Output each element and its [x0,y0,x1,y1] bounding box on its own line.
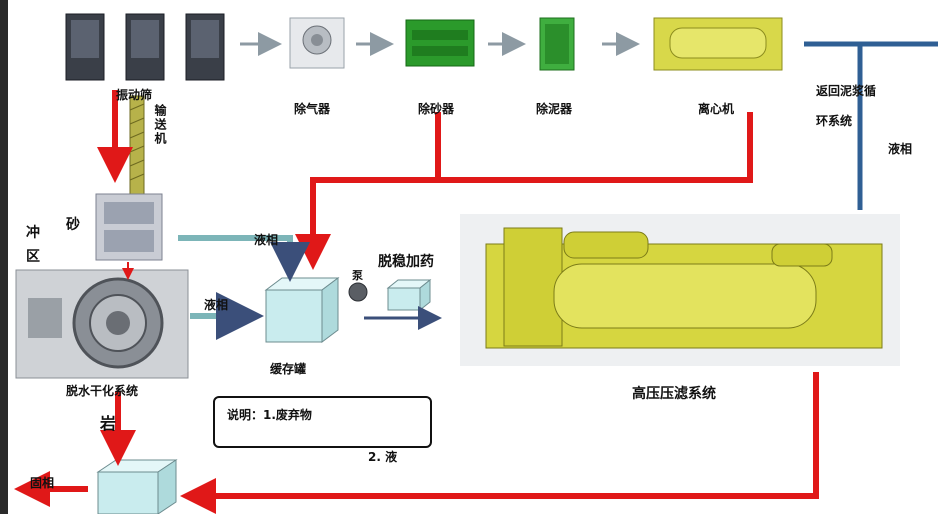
centrifuge-icon [653,17,783,71]
legend-box: 说明：1.废弃物 [213,396,432,448]
conveyor-label: 输送机 [153,104,167,146]
legend-item-liquid: 2. 液 [368,450,398,464]
desander-label: 除砂器 [418,102,455,116]
pump-icon [348,282,368,302]
flush-unit-icon [95,193,163,261]
filter-press-icon [460,214,900,366]
liquid-top-label: 液相 [254,233,279,247]
legend-item-waste: 说明：1.废弃物 [227,408,312,422]
rock-label: 岩 [100,414,117,433]
pump-label: 泵 [352,269,363,282]
centrifuge-label: 离心机 [698,102,735,116]
dewater-unit-icon [15,269,189,379]
liquid-right-label: 液相 [888,142,913,156]
buffer-tank-label: 缓存罐 [270,362,307,376]
flush-zone-label-1: 冲 [26,225,40,241]
return-mud-label: 返回泥浆循环系统 [816,84,877,128]
buffer-tank-icon [264,277,340,343]
liquid-mid-label: 液相 [204,298,229,312]
solid-label: 固相 [30,476,55,490]
degasser-icon [289,17,345,69]
shaker-icon [65,13,225,81]
solid-tank-icon [96,459,178,514]
shaker-label: 振动筛 [116,88,153,102]
dosing-label: 脱稳加药 [378,254,434,270]
flush-zone-label-2: 砂 [66,217,80,233]
degasser-label: 除气器 [294,102,331,116]
desander-icon [405,19,475,67]
dewater-label: 脱水干化系统 [66,384,139,398]
conveyor-icon [129,95,145,197]
filter-system-label: 高压压滤系统 [632,386,716,402]
dosing-tank-icon [386,278,432,312]
flush-zone-label-3: 区 [26,249,40,265]
desilter-label: 除泥器 [536,102,573,116]
desilter-icon [539,17,575,71]
flow-diagram-graphics [14,13,938,514]
